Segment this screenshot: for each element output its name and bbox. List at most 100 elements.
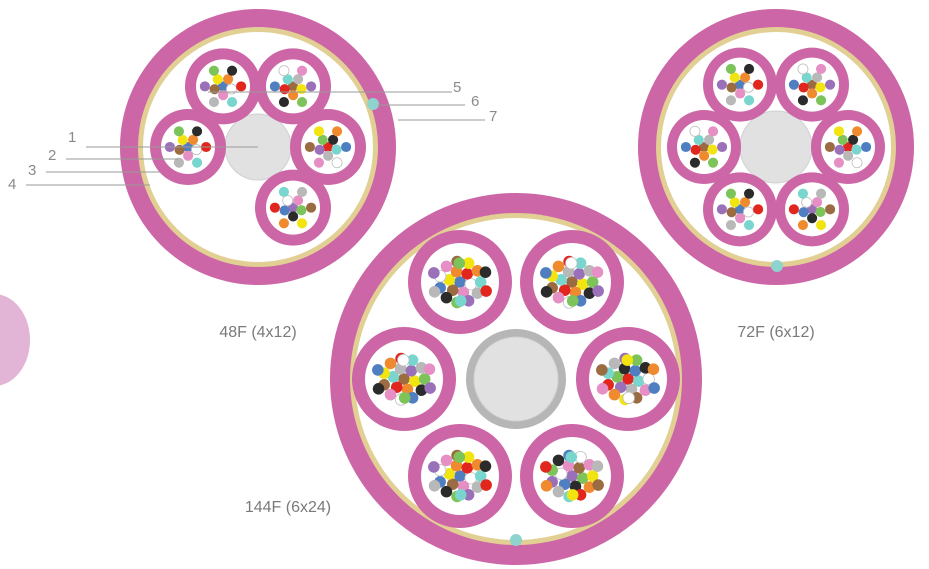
fiber xyxy=(555,274,568,286)
fiber xyxy=(471,287,484,299)
callout-3: 3 xyxy=(28,162,36,179)
fiber xyxy=(725,188,736,199)
fiber xyxy=(540,461,552,473)
fiber xyxy=(331,157,343,169)
fiber xyxy=(440,260,453,273)
fiber xyxy=(428,461,440,473)
fiber xyxy=(341,141,352,153)
fiber xyxy=(199,81,210,92)
fiber xyxy=(725,63,736,75)
fiber xyxy=(852,126,863,137)
fiber xyxy=(461,268,474,280)
fiber xyxy=(540,286,553,298)
fiber xyxy=(608,388,621,401)
fiber xyxy=(566,295,579,307)
fiber xyxy=(443,468,456,480)
fiber xyxy=(398,373,410,385)
fiber xyxy=(218,90,229,101)
fiber xyxy=(183,150,194,161)
fiber xyxy=(716,79,727,90)
fiber xyxy=(440,291,453,304)
fiber xyxy=(217,81,229,92)
fiber xyxy=(397,353,410,367)
callout-numbers: 1 2 3 4 5 6 7 xyxy=(8,79,497,193)
fiber xyxy=(707,144,718,155)
fiber xyxy=(236,81,247,92)
fiber xyxy=(680,141,691,153)
fiber xyxy=(415,384,428,396)
fiber xyxy=(540,267,552,279)
fiber xyxy=(586,470,599,482)
fiber xyxy=(209,84,220,95)
fiber xyxy=(586,276,599,288)
fiber xyxy=(798,82,809,93)
fiber xyxy=(566,489,579,501)
fiber xyxy=(825,204,836,215)
fiber xyxy=(642,372,655,386)
fiber xyxy=(576,278,589,290)
fiber xyxy=(552,454,565,467)
fiber xyxy=(740,197,751,208)
fiber xyxy=(313,157,324,168)
fiber xyxy=(861,141,872,153)
fiber xyxy=(801,72,812,83)
fiber xyxy=(797,63,809,75)
fiber xyxy=(428,480,441,492)
fiber xyxy=(398,392,411,404)
fiber xyxy=(812,197,823,208)
fiber xyxy=(725,219,736,231)
fiber xyxy=(815,206,826,218)
fiber xyxy=(729,197,740,208)
fiber xyxy=(566,276,578,288)
fiber xyxy=(816,95,827,106)
fiber xyxy=(405,365,418,377)
callout-1: 1 xyxy=(68,129,76,146)
fiber xyxy=(479,266,492,278)
fiber xyxy=(287,81,299,92)
fiber xyxy=(565,256,578,270)
fiber xyxy=(734,79,746,90)
fiber xyxy=(190,144,202,156)
fiber xyxy=(744,219,755,231)
fiber xyxy=(788,204,799,215)
fiber xyxy=(573,462,586,474)
fiber xyxy=(842,141,854,153)
fiber xyxy=(322,141,334,153)
fiber xyxy=(188,134,199,145)
fiber xyxy=(689,157,700,168)
fiber xyxy=(384,388,397,401)
fiber xyxy=(566,470,578,482)
fiber xyxy=(816,219,827,231)
fiber xyxy=(540,480,553,492)
fiber xyxy=(424,382,436,394)
fiber xyxy=(297,218,308,229)
fiber xyxy=(591,266,604,278)
fiber xyxy=(269,202,280,213)
fiber xyxy=(725,95,736,106)
fiber xyxy=(372,383,385,395)
fiber xyxy=(480,479,492,491)
ripcord xyxy=(510,534,522,546)
fiber xyxy=(428,286,441,298)
fiber xyxy=(328,134,339,145)
fiber xyxy=(851,144,862,155)
fiber xyxy=(630,354,643,366)
fiber xyxy=(387,371,400,383)
fiber xyxy=(704,134,715,145)
fiber xyxy=(192,126,203,137)
fiber xyxy=(323,150,334,161)
fiber xyxy=(583,481,596,493)
fiber xyxy=(583,287,596,299)
fiber xyxy=(693,134,704,145)
fiber xyxy=(788,79,799,90)
fiber xyxy=(479,460,492,472)
fiber xyxy=(576,472,589,484)
fiber xyxy=(843,150,854,161)
fiber xyxy=(227,97,238,108)
fiber xyxy=(428,267,440,279)
fiber xyxy=(708,126,719,137)
fiber xyxy=(834,144,845,155)
fiber xyxy=(462,451,475,463)
fiber xyxy=(740,72,751,83)
fiber xyxy=(742,81,754,93)
